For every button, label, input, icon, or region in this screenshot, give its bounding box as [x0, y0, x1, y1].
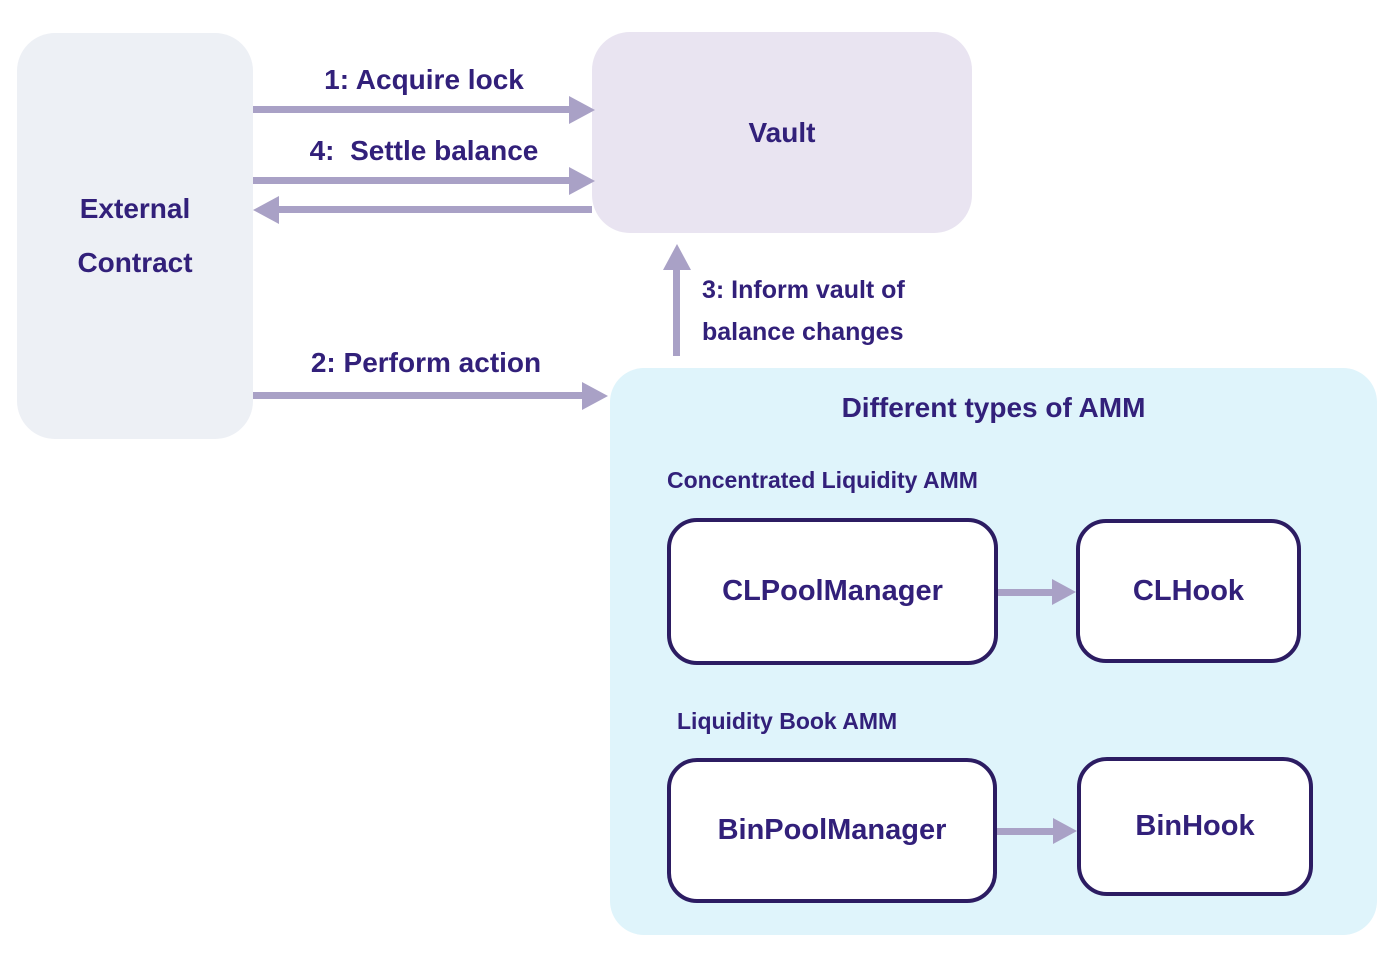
node-bin-pool-manager: BinPoolManager — [667, 758, 997, 903]
arrow-inform-vault — [663, 244, 691, 356]
arrow-cl-pool-to-hook — [998, 579, 1076, 605]
external-contract-label: External Contract — [77, 193, 193, 278]
section-label-concentrated-liquidity-amm: Concentrated Liquidity AMM — [667, 467, 978, 493]
arrowhead-right-icon — [1053, 818, 1077, 844]
arrow-shaft — [278, 206, 592, 213]
arrowhead-right-icon — [582, 382, 608, 410]
arrow-bin-pool-to-hook — [997, 818, 1077, 844]
section-label-liquidity-book-amm: Liquidity Book AMM — [677, 708, 898, 734]
arrow-shaft — [673, 268, 680, 356]
arrow-shaft — [253, 177, 570, 184]
cl-hook-label: CLHook — [1132, 574, 1245, 607]
arrowhead-up-icon — [663, 244, 691, 270]
vault-label: Vault — [748, 116, 816, 148]
edge-label-inform-vault: 3: Inform vault of balance changes — [702, 276, 905, 346]
arrow-shaft — [253, 106, 570, 113]
arrowhead-right-icon — [569, 96, 595, 124]
bin-pool-manager-label: BinPoolManager — [717, 814, 947, 846]
node-vault: Vault — [592, 32, 972, 233]
node-external-contract: External Contract — [17, 33, 253, 439]
arrow-acquire-lock — [253, 96, 595, 124]
node-bin-hook: BinHook — [1077, 757, 1313, 896]
arrow-vault-return — [253, 196, 592, 224]
node-cl-hook: CLHook — [1076, 519, 1301, 663]
arrow-shaft — [998, 589, 1053, 596]
amm-group-title: Different types of AMM — [841, 392, 1146, 423]
edge-label-settle-balance: 4: Settle balance — [309, 135, 539, 166]
node-cl-pool-manager: CLPoolManager — [667, 518, 998, 665]
amm-group-container: Different types of AMM Concentrated Liqu… — [610, 368, 1377, 935]
arrow-settle-balance — [253, 167, 595, 195]
arrowhead-left-icon — [253, 196, 279, 224]
edge-label-acquire-lock: 1: Acquire lock — [324, 64, 524, 95]
arrowhead-right-icon — [569, 167, 595, 195]
arrow-perform-action — [253, 382, 608, 410]
arrow-shaft — [253, 392, 583, 399]
arrow-shaft — [997, 828, 1054, 835]
cl-pool-manager-label: CLPoolManager — [722, 575, 943, 607]
arrowhead-right-icon — [1052, 579, 1076, 605]
edge-label-perform-action: 2: Perform action — [310, 347, 542, 378]
bin-hook-label: BinHook — [1135, 810, 1255, 842]
